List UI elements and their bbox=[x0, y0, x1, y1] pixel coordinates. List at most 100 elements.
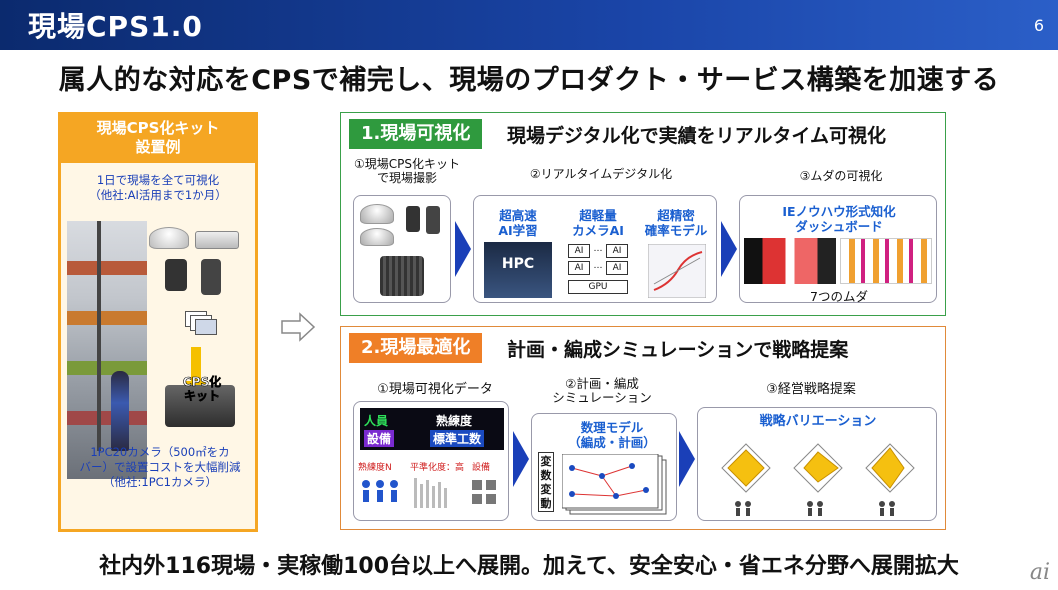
slide-title: 現場CPS1.0 bbox=[28, 10, 203, 43]
kit-note-bottom-line3: （他社:1PC1カメラ） bbox=[103, 475, 217, 489]
watermark-logo: ai bbox=[1029, 560, 1050, 585]
section2-step2-line1: ②計画・編成 bbox=[565, 376, 639, 391]
tile-staff: 人員 bbox=[364, 414, 389, 428]
camera-ai-label-line2: カメラAI bbox=[572, 223, 624, 238]
hpc-box-label: HPC bbox=[501, 256, 535, 272]
camera-kit-card bbox=[353, 195, 451, 303]
kit-label-line1: CPS化 bbox=[182, 375, 222, 390]
kit-title-line1: 現場CPS化キット bbox=[96, 119, 220, 137]
cps-kit-box-icon bbox=[165, 385, 235, 427]
muda-label: 7つのムダ bbox=[810, 289, 868, 304]
section1-step3: ③ムダの可視化 bbox=[799, 169, 883, 183]
variable-box-line1: 変数 bbox=[540, 455, 552, 482]
right-arrow-icon bbox=[281, 312, 316, 342]
network-graph-icon bbox=[562, 454, 667, 515]
footer-statement: 社内外116現場・実稼働100台以上へ展開。加えて、安全安心・省エネ分野へ展開拡… bbox=[99, 554, 959, 579]
section1-tag: 1.現場可視化 bbox=[349, 119, 483, 149]
dome-camera-icon bbox=[149, 227, 189, 249]
simulation-card: 数理モデル （編成・計画） 変数 変動 bbox=[531, 413, 677, 521]
kit-note-top-line1: 1日で現場を全て可視化 bbox=[96, 173, 220, 187]
chevron-right-icon bbox=[513, 431, 529, 487]
variable-box-line2: 変動 bbox=[540, 483, 552, 510]
section2-heading: 計画・編成シミュレーションで戦略提案 bbox=[507, 339, 849, 361]
probability-model-label-line1: 超精密 bbox=[657, 208, 695, 223]
ai-cell: AI bbox=[568, 244, 590, 258]
chevron-right-icon bbox=[721, 221, 737, 277]
kit-note-top: 1日で現場を全て可視化 （他社:AI活用まで1か月） bbox=[61, 173, 255, 203]
store-photo bbox=[67, 221, 147, 479]
dashboard-screenshot-right bbox=[840, 238, 932, 284]
chevron-right-icon bbox=[679, 431, 695, 487]
ai-dots: … bbox=[593, 261, 603, 271]
ai-cell: AI bbox=[606, 244, 628, 258]
chart-label-equipment: 設備 bbox=[472, 463, 491, 473]
tile-equipment: 設備 bbox=[364, 430, 395, 447]
section2-step3: ③経営戦略提案 bbox=[766, 382, 856, 397]
variable-box: 変数 変動 bbox=[538, 452, 554, 512]
camera-ai-label: 超軽量 カメラAI bbox=[558, 208, 638, 238]
slide-header: 現場CPS1.0 6 bbox=[0, 0, 1058, 50]
ai-dots: … bbox=[593, 244, 603, 254]
ai-cell: AI bbox=[606, 261, 628, 275]
hpc-label: 超高速 AI学習 bbox=[478, 208, 558, 238]
box-camera-icon bbox=[195, 231, 239, 249]
person-figure bbox=[111, 371, 129, 451]
chevron-right-icon bbox=[455, 221, 471, 277]
ai-grid: AI … AI AI … AI bbox=[568, 244, 628, 275]
camera-pole bbox=[97, 221, 101, 451]
dashboard-screenshot-left bbox=[744, 238, 836, 284]
data-icons bbox=[362, 478, 496, 508]
kit-note-top-line2: （他社:AI活用まで1か月） bbox=[89, 188, 227, 202]
section2-step1: ①現場可視化データ bbox=[377, 382, 493, 397]
probability-model-label: 超精密 確率モデル bbox=[636, 208, 716, 238]
probability-model-label-line2: 確率モデル bbox=[644, 223, 708, 238]
math-model-label-line2: （編成・計画） bbox=[568, 435, 656, 450]
page-number: 6 bbox=[1033, 15, 1044, 35]
kit-note-bottom-line2: バー）で設置コストを大幅削減 bbox=[79, 460, 241, 474]
section-optimization: 2.現場最適化 計画・編成シミュレーションで戦略提案 ①現場可視化データ ②計画… bbox=[340, 326, 946, 530]
compact-camera-icon bbox=[201, 259, 221, 295]
digitization-card: 超高速 AI学習 HPC 超軽量 カメラAI AI … AI AI … AI G… bbox=[473, 195, 717, 303]
section2-step2: ②計画・編成 シミュレーション bbox=[537, 377, 667, 405]
dashboard-label: IEノウハウ形式知化 ダッシュボード bbox=[740, 204, 938, 234]
dashboard-card: IEノウハウ形式知化 ダッシュボード 7つのムダ bbox=[739, 195, 938, 304]
chart-label-leveling: 平準化度：高 bbox=[410, 463, 465, 473]
section1-heading: 現場デジタル化で実績をリアルタイム可視化 bbox=[507, 125, 887, 147]
probability-plot-icon bbox=[648, 244, 706, 298]
kit-note-bottom: 1PC20カメラ（500㎡をカ バー）で設置コストを大幅削減 （他社:1PC1カ… bbox=[65, 445, 255, 490]
hpc-label-line1: 超高速 bbox=[499, 208, 537, 223]
camera-ai-label-line1: 超軽量 bbox=[579, 208, 617, 223]
strategy-diamonds-icon bbox=[721, 443, 915, 516]
visualization-data-card: 人員 熟練度 設備 標準工数 熟練度N 平準化度：高 設備 bbox=[353, 401, 509, 521]
math-model-label-line1: 数理モデル bbox=[580, 420, 644, 435]
section1-step2: ②リアルタイムデジタル化 bbox=[529, 167, 673, 181]
kit-note-bottom-line1: 1PC20カメラ（500㎡をカ bbox=[90, 445, 230, 459]
section1-step1: ①現場CPS化キット で現場撮影 bbox=[347, 157, 467, 185]
section-visualization: 1.現場可視化 現場デジタル化で実績をリアルタイム可視化 ①現場CPS化キット … bbox=[340, 112, 946, 316]
dashboard-label-line2: ダッシュボード bbox=[795, 219, 883, 234]
tile-skill: 熟練度 bbox=[436, 414, 473, 428]
ai-cell: AI bbox=[568, 261, 590, 275]
sensor-camera-icon bbox=[165, 259, 187, 291]
video-frames-icon bbox=[185, 311, 219, 337]
chart-label-skill: 熟練度N bbox=[358, 463, 392, 473]
kit-panel: 現場CPS化キット 設置例 1日で現場を全て可視化 （他社:AI活用まで1か月）… bbox=[58, 112, 258, 532]
kit-label-line2: キット bbox=[183, 389, 221, 404]
slide-subtitle: 属人的な対応をCPSで補完し、現場のプロダクト・サービス構築を加速する bbox=[58, 65, 1000, 96]
gpu-box: GPU bbox=[568, 280, 628, 294]
kit-title-line2: 設置例 bbox=[135, 138, 181, 156]
kit-title: 現場CPS化キット 設置例 bbox=[61, 115, 255, 163]
section2-tag: 2.現場最適化 bbox=[349, 333, 483, 363]
section2-step2-line2: シミュレーション bbox=[552, 390, 652, 405]
dashboard-label-line1: IEノウハウ形式知化 bbox=[782, 204, 896, 219]
hpc-label-line2: AI学習 bbox=[498, 223, 538, 238]
strategy-label: 戦略バリエーション bbox=[759, 414, 877, 429]
data-tiles: 人員 熟練度 設備 標準工数 bbox=[360, 408, 504, 450]
kit-label: CPS化 キット bbox=[167, 375, 237, 404]
strategy-card: 戦略バリエーション bbox=[697, 407, 937, 521]
math-model-label: 数理モデル （編成・計画） bbox=[552, 420, 672, 450]
section1-step1-line2: で現場撮影 bbox=[376, 171, 437, 185]
section1-step1-line1: ①現場CPS化キット bbox=[354, 157, 460, 171]
tile-standard-hours: 標準工数 bbox=[430, 430, 485, 447]
server-rack-image: HPC bbox=[484, 242, 552, 298]
